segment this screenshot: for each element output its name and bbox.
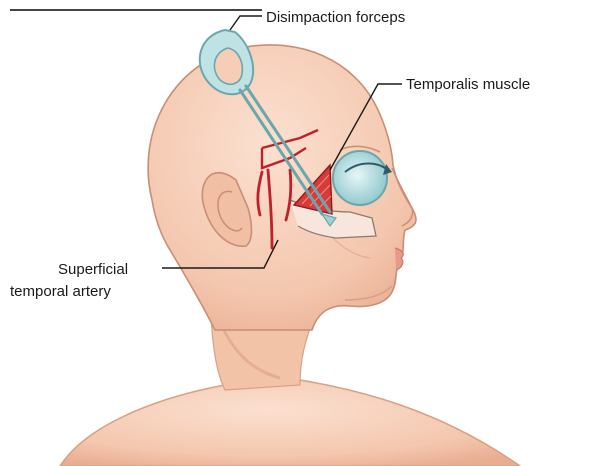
label-temporal-artery: temporal artery — [10, 283, 111, 300]
orbit-view-circle — [333, 151, 387, 205]
label-superficial: Superficial — [58, 261, 128, 278]
label-temporalis-muscle: Temporalis muscle — [406, 76, 530, 93]
lips — [395, 248, 403, 270]
forceps-leader-line — [230, 16, 262, 30]
shoulders — [60, 380, 520, 466]
label-disimpaction-forceps: Disimpaction forceps — [266, 9, 405, 26]
